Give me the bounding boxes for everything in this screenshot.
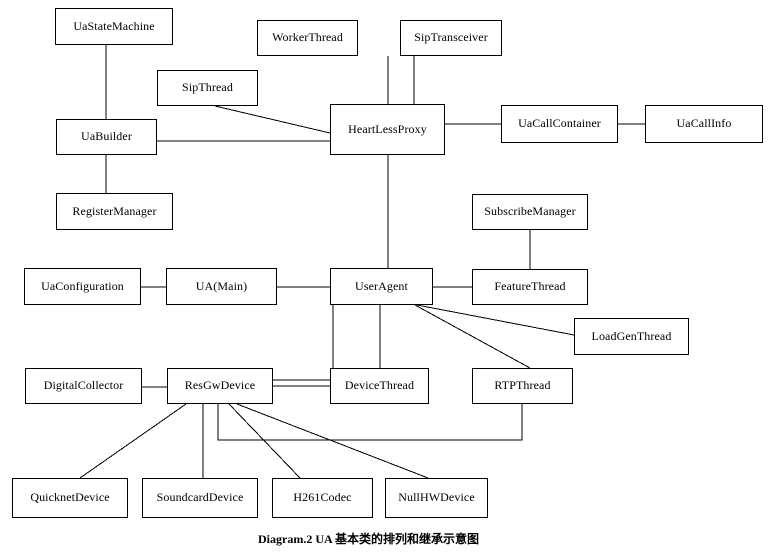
class-node-label: DeviceThread [344,378,415,393]
class-node-label: UaConfiguration [41,278,124,293]
class-node-label: NullHWDevice [398,490,475,505]
class-node-label: UserAgent [355,278,408,293]
class-node-soundcarddevice[interactable]: SoundcardDevice [142,478,258,518]
class-node-label: WorkerThread [272,30,343,45]
diagram-caption: Diagram.2 UA 基本类的排列和继承示意图 [258,532,479,546]
class-node-label: UaCallContainer [518,116,601,131]
class-node-label: RTPThread [494,378,551,393]
edge-ResGwDevice-to-NullHWDevice [236,403,429,479]
class-node-subscribemanager[interactable]: SubscribeManager [472,194,588,230]
class-node-label: UaBuilder [81,129,132,144]
edge-UserAgent-to-LoadGenThread [416,304,575,336]
class-node-label: HeartLessProxy [348,121,427,136]
edge-ResGwDevice-to-H261Codec [228,403,301,479]
class-node-uacallcontainer[interactable]: UaCallContainer [501,105,618,143]
class-node-loadgenthread[interactable]: LoadGenThread [574,318,689,355]
class-node-label: SubscribeManager [484,204,576,219]
class-node-heartlessproxy[interactable]: HeartLessProxy [330,104,445,155]
class-node-label: SoundcardDevice [156,490,244,505]
class-node-label: DigitalCollector [43,378,124,393]
class-node-uabuilder[interactable]: UaBuilder [56,119,157,155]
class-node-nullhwdevice[interactable]: NullHWDevice [385,478,488,518]
class-node-uamain[interactable]: UA(Main) [166,268,277,305]
class-node-h261codec[interactable]: H261Codec [272,478,373,518]
class-node-workerthread[interactable]: WorkerThread [257,20,358,56]
class-node-rtpthread[interactable]: RTPThread [472,368,573,404]
class-node-digitalcollector[interactable]: DigitalCollector [25,368,142,404]
class-node-label: LoadGenThread [591,328,672,343]
class-node-label: UaCallInfo [676,116,732,131]
class-node-label: ResGwDevice [184,378,256,393]
class-node-label: QuicknetDevice [30,490,110,505]
class-node-useragent[interactable]: UserAgent [330,268,433,305]
class-node-label: UA(Main) [195,278,248,293]
class-node-siptransceiver[interactable]: SipTransceiver [400,20,502,56]
class-node-registermanager[interactable]: RegisterManager [56,193,173,230]
class-node-uacallinfo[interactable]: UaCallInfo [645,105,763,143]
edge-SipThread-to-HeartLessProxy [214,105,331,134]
edge-UserAgent-to-RTPThread [414,304,531,369]
class-node-uaconfiguration[interactable]: UaConfiguration [24,268,141,305]
class-node-label: H261Codec [293,490,352,505]
class-node-devicethread[interactable]: DeviceThread [330,368,429,404]
edge-ResGwDevice-to-QuicknetDevice [79,403,187,479]
class-node-label: FeatureThread [494,279,566,294]
class-node-label: SipTransceiver [414,30,488,45]
class-node-featurethread[interactable]: FeatureThread [472,269,588,305]
edge-UserAgent-to-ResGwDevice [273,305,334,387]
class-node-quicknetdevice[interactable]: QuicknetDevice [12,478,128,518]
class-node-label: RegisterManager [72,203,157,218]
class-node-sipthread[interactable]: SipThread [157,70,258,106]
edge-RTPThread-to-ResGwDevice [217,404,523,441]
class-node-resgwdevice[interactable]: ResGwDevice [167,368,273,404]
class-node-label: UaStateMachine [73,18,155,33]
class-node-uastatemachine[interactable]: UaStateMachine [55,8,173,45]
class-node-label: SipThread [182,80,233,95]
